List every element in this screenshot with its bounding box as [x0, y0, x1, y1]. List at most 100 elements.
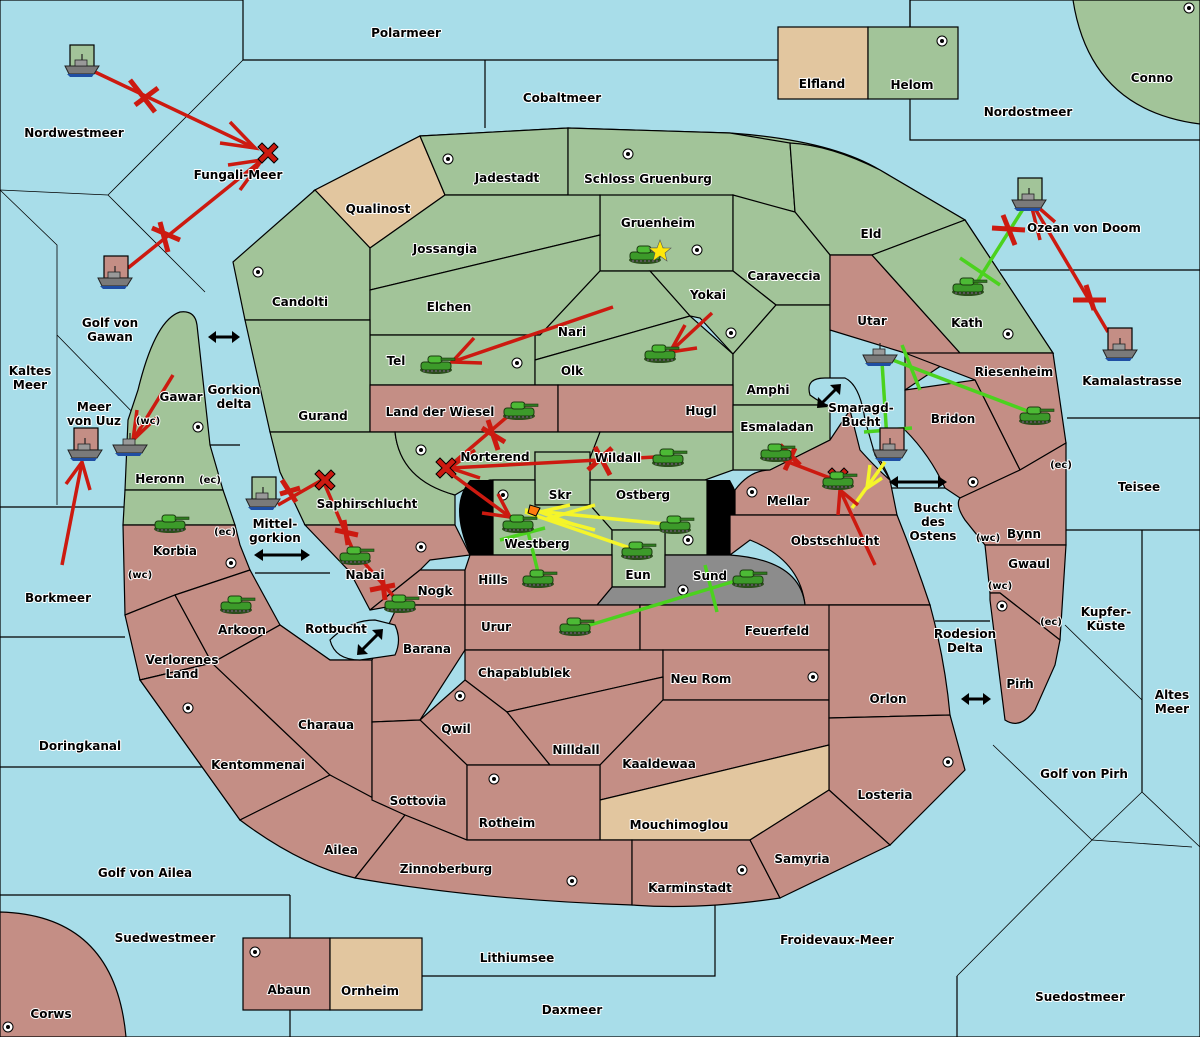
land-label: Norterend [460, 450, 529, 464]
supply-center-icon [415, 541, 427, 553]
move-order-arrow [358, 556, 397, 600]
double-arrow-icon [961, 693, 991, 705]
region-elfland[interactable] [777, 26, 869, 100]
land-label: Barana [403, 642, 451, 656]
fleet-unit[interactable] [64, 44, 100, 78]
move-order-arrow [126, 158, 264, 270]
land-label: Ailea [324, 843, 358, 857]
land-label: Nogk [418, 584, 454, 598]
sea-label: delta [217, 397, 252, 411]
region-nabai[interactable] [303, 524, 471, 611]
land-label: Nari [558, 325, 586, 339]
land-label: Bynn [1007, 527, 1041, 541]
region-ornheim[interactable] [329, 937, 423, 1011]
land-label: Tel [387, 354, 406, 368]
double-arrow-icon [357, 629, 383, 655]
land-label: Chapablublek [478, 666, 571, 680]
coast-label: (ec) [1040, 617, 1062, 628]
land-label: Abaun [267, 983, 310, 997]
supply-center-icon [566, 875, 578, 887]
sea-label: Golf von Ailea [98, 866, 192, 880]
convoy-lines [850, 460, 887, 510]
supply-center-icon [807, 671, 819, 683]
region-jossangia[interactable] [369, 194, 601, 291]
supply-center-icon [252, 266, 264, 278]
cut-marker-icon [128, 78, 160, 114]
supply-center-icon [1002, 328, 1014, 340]
sea-label: Fungali-Meer [194, 168, 283, 182]
move-order-arrow [444, 468, 512, 519]
region-bynn[interactable] [957, 441, 1067, 546]
land-label: Land der Wiesel [386, 405, 495, 419]
supply-center-icon [691, 244, 703, 256]
sea-label: Daxmeer [542, 1003, 603, 1017]
supply-center-icon [2, 1021, 14, 1033]
land-label: Westberg [504, 537, 569, 551]
region-pirh[interactable] [989, 592, 1061, 724]
land-label: Zinnoberburg [400, 862, 492, 876]
battle-burst-icon [527, 504, 541, 517]
supply-center-icon [415, 444, 427, 456]
sea-label: Cobaltmeer [523, 91, 601, 105]
region-conno[interactable] [1072, 0, 1200, 125]
land-label: Kaaldewaa [622, 757, 696, 771]
move-order-arrow [277, 478, 323, 507]
supply-center-icon [942, 756, 954, 768]
cut-marker-icon [586, 445, 614, 477]
region-samyria[interactable] [749, 789, 892, 899]
land-label: Kath [951, 316, 983, 330]
land-label: Elfland [799, 77, 845, 91]
land-label: Heronn [135, 472, 184, 486]
cut-marker-icon [334, 519, 359, 546]
supply-center-icon [996, 600, 1008, 612]
region-corws[interactable] [0, 911, 127, 1037]
fleet-unit[interactable] [872, 427, 908, 462]
land-label: Ornheim [341, 984, 399, 998]
land-label: Conno [1131, 71, 1173, 85]
sea-label: Nordwestmeer [24, 126, 124, 140]
fleet-unit[interactable] [245, 476, 281, 511]
supply-center-icon [249, 946, 261, 958]
move-order-arrow [1028, 199, 1110, 333]
double-arrow-icon [889, 476, 947, 488]
sea-label: Borkmeer [25, 591, 91, 605]
fleet-unit[interactable] [67, 427, 103, 462]
sea-label: Doringkanal [39, 739, 121, 753]
sea-label: des [921, 515, 945, 529]
sea-label: Altes [1155, 688, 1189, 702]
move-order-arrow [443, 408, 517, 472]
cut-marker-icon [369, 574, 396, 601]
sea-label: Delta [947, 641, 983, 655]
coast-label: (wc) [988, 581, 1012, 592]
supply-center-icon [182, 702, 194, 714]
double-arrow-icon [817, 384, 841, 408]
fleet-unit[interactable] [1102, 327, 1138, 362]
region-gawar[interactable] [124, 311, 224, 491]
land-label: Neu Rom [671, 672, 732, 686]
land-label: Jossangia [412, 242, 477, 256]
sea-label: Nordostmeer [984, 105, 1073, 119]
land-label: Nilldall [552, 743, 599, 757]
land-label: Amphi [746, 383, 789, 397]
land-label: Feuerfeld [745, 624, 810, 638]
land-label: Utar [857, 314, 887, 328]
sea-label: Bucht [913, 501, 952, 515]
fleet-unit[interactable] [1011, 177, 1047, 212]
land-label: Obstschlucht [791, 534, 880, 548]
land-label: Qwil [441, 722, 471, 736]
fleet-unit[interactable] [97, 255, 133, 290]
sea-label: Golf von Pirh [1040, 767, 1128, 781]
coast-label: (ec) [1050, 460, 1072, 471]
land-label: Olk [561, 364, 584, 378]
sea-label: Kaltes [9, 364, 52, 378]
main-continent [122, 127, 1067, 908]
land-label: Nabai [346, 568, 385, 582]
sea-label: Gawan [87, 330, 133, 344]
land-label: Wildall [595, 451, 641, 465]
units [64, 44, 1138, 637]
move-order-arrow [94, 70, 256, 150]
supply-center-icon [454, 690, 466, 702]
